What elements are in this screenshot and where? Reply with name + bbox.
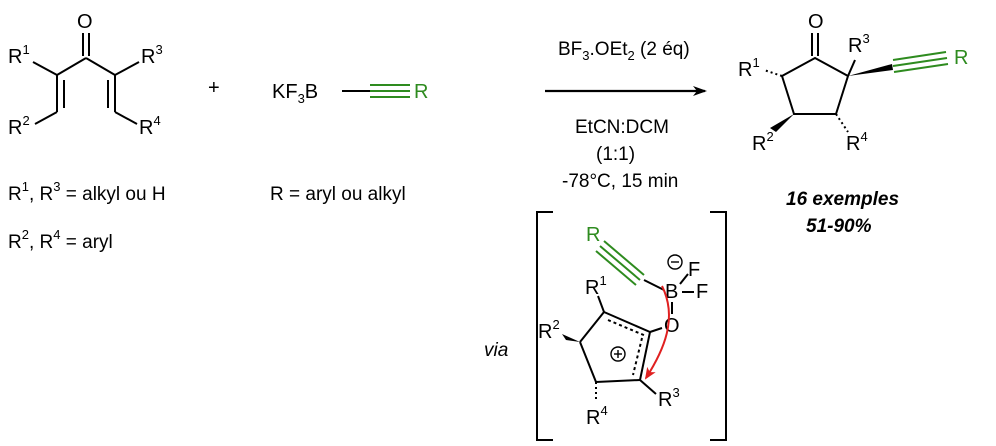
bond-product-alkyne-1 [892,51,947,61]
label-alkyne-r: R = aryl ou alkyl [270,184,406,205]
product-examples: 16 exemples [786,189,899,210]
bond-product-alkyne-3 [893,63,949,73]
bond-C-Ca-right [85,57,116,76]
atom-product-R1: R1 [738,55,760,81]
intermediate-structure: R B F F O R1 R2 R4 R3 [538,224,708,429]
bond-ring-bottom [595,379,641,383]
bond-R3 [114,61,140,76]
bond-int-alkyne-2 [603,240,645,276]
atom-R2: R2 [8,113,30,139]
atom-product-R2: R2 [752,129,774,155]
atom-int-R4: R4 [586,403,608,429]
atom-product-R4: R4 [846,129,868,155]
atom-int-R1: R1 [585,273,607,299]
product-yield: 51-90% [806,216,872,237]
bond-C-Ca-left [56,57,87,76]
bond-ring-right [639,331,651,381]
cyclopentanone-ring [780,56,850,115]
bond-int-R2 [562,334,580,342]
atom-O-product: O [808,11,824,33]
plus-sign: + [208,77,220,99]
bond-product-R2 [770,114,794,132]
label-r2-r4: R2, R4 = aryl [8,227,113,253]
via-label: via [484,340,508,361]
reagent-solvent: EtCN:DCM [575,117,669,138]
reagent-catalyst: BF3.OEt2 (2 éq) [558,39,690,63]
atom-R3: R3 [141,42,163,68]
bond-product-R1 [763,69,783,77]
alkynyl-borate-structure: KF3B R [272,81,428,106]
bond-product-R4 [835,113,849,133]
bond-ring-O [649,327,663,333]
atom-R4: R4 [139,113,161,139]
bond-R1 [32,61,58,76]
negative-charge-icon [667,254,683,270]
bond-product-alkyne-wedge [848,64,893,76]
bond-product-R3 [847,59,856,77]
atom-product-R3: R3 [848,31,870,57]
bond-int-alkyne-3 [595,250,637,286]
atom-product-R: R [954,47,968,69]
atom-int-R3: R3 [658,385,680,411]
atom-O-ketone: O [77,11,93,33]
bond-ring-top-deloc [607,319,647,337]
bracket-right [710,211,727,441]
bond-ring-left-bottom [579,341,597,383]
bond-int-R3 [639,379,657,395]
product-structure: O R1 R2 R4 R3 R [738,11,968,155]
bond-R4 [114,111,138,125]
atom-int-R2: R2 [538,317,560,343]
atom-R1: R1 [8,42,30,68]
label-r1-r3: R1, R3 = alkyl ou H [8,179,166,205]
dienone-structure: O R1 R3 R2 R4 [8,11,163,139]
atom-int-B: B [665,281,678,303]
atom-int-F-top: F [688,259,700,281]
reagent-conditions: -78°C, 15 min [562,171,678,192]
bond-ring-left-top [579,311,605,343]
bond-ring-right-deloc [632,337,643,376]
mechanism-arrow [644,285,670,380]
atom-KF3B: KF3B [272,81,318,106]
bond-product-alkyne-2 [892,57,948,67]
positive-charge-icon [610,346,626,362]
atom-int-R: R [586,224,600,246]
reagent-ratio: (1:1) [596,144,635,165]
bond-B-F-top [679,273,689,285]
bond-int-C-B [643,279,665,291]
bond-ring-top [603,311,651,333]
bond-int-R1 [597,295,605,313]
atom-int-F-right: F [696,281,708,303]
bond-int-alkyne-1 [599,245,641,281]
atom-R-alkyne: R [414,81,428,103]
bracket-left [536,211,553,441]
bond-R2 [34,111,58,125]
